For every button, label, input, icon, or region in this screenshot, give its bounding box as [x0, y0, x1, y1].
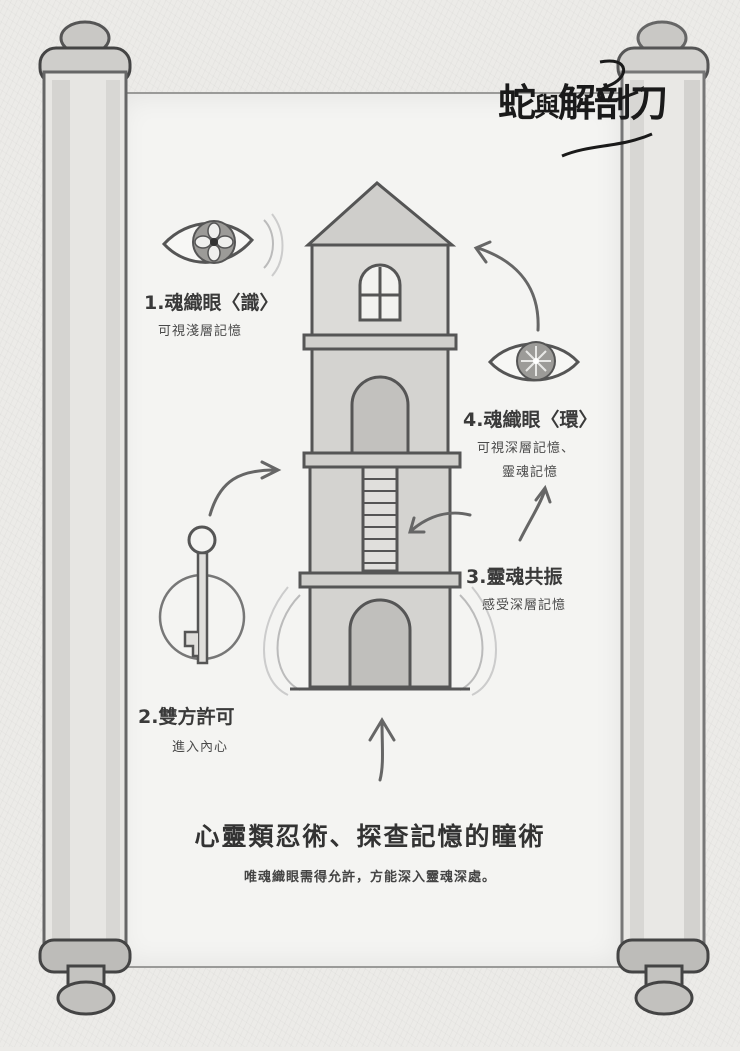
headline: 心靈類忍術、探查記憶的瞳術: [194, 822, 546, 851]
step-3-description: 感受深層記憶: [482, 598, 567, 613]
step-1-number: 1.: [144, 292, 165, 314]
logo-char-snake: 蛇: [498, 80, 536, 125]
step-2-title: 2.雙方許可: [138, 702, 234, 729]
step-1-title: 1.魂織眼〈識〉: [144, 288, 278, 315]
step-1-description: 可視淺層記憶: [158, 324, 243, 339]
step-2-name: 雙方許可: [158, 706, 235, 728]
step-3-number: 3.: [466, 566, 487, 588]
step-4-title: 4.魂織眼〈環〉: [463, 405, 597, 432]
step-2-number: 2.: [138, 706, 159, 728]
eye-flower-icon: [161, 213, 284, 277]
step-1-name: 魂織眼: [164, 292, 222, 314]
subline: 唯魂織眼需得允許，方能深入靈魂深處。: [243, 870, 496, 885]
step-4-name: 魂織眼: [483, 409, 541, 431]
tower-illustration: [263, 181, 497, 696]
logo-char-and: 與: [534, 93, 560, 123]
scroll-roller-right: [608, 0, 718, 1047]
title-logo: 蛇與解剖刀: [498, 72, 668, 127]
step-4-description-line2: 靈魂記憶: [502, 465, 559, 480]
eye-star-icon: [487, 341, 581, 382]
step-4-number: 4.: [463, 409, 484, 431]
key-icon: [158, 525, 246, 665]
step-3-name: 靈魂共振: [486, 566, 563, 588]
step-1-qualifier: 〈識〉: [221, 292, 279, 314]
logo-chars-scalpel: 解剖刀: [558, 80, 668, 125]
scroll-roller-left: [22, 0, 132, 1047]
step-3-title: 3.靈魂共振: [466, 562, 562, 589]
step-2-description: 進入內心: [172, 740, 229, 755]
step-4-description-line1: 可視深層記憶、: [477, 441, 576, 456]
step-4-qualifier: 〈環〉: [540, 409, 598, 431]
snake-icon: [561, 59, 653, 158]
